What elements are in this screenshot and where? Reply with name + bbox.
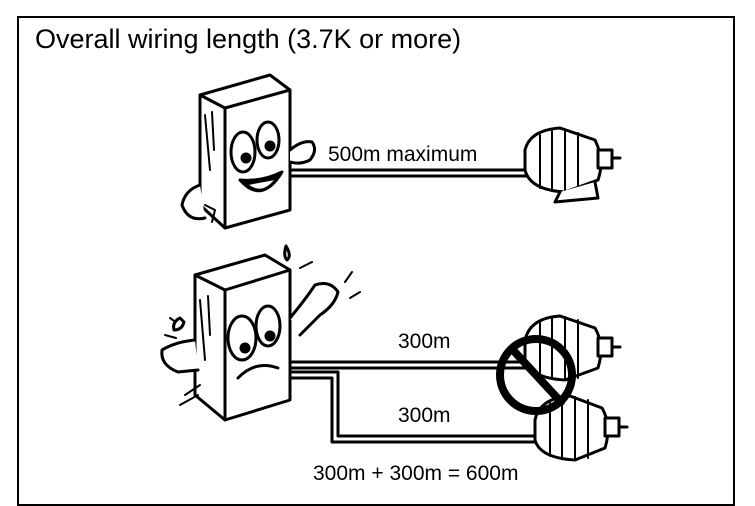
prohibited-icon xyxy=(496,335,576,415)
sum-label: 300m + 300m = 600m xyxy=(313,462,519,485)
motor-icon xyxy=(523,126,622,204)
cable-label-300m-lower: 300m xyxy=(398,404,451,427)
cable-label-300m-upper: 300m xyxy=(398,330,451,353)
worried-inverter-character xyxy=(160,244,361,422)
cable-300m-upper xyxy=(288,360,537,370)
cable-label-500m: 500m maximum xyxy=(328,143,478,166)
figure-title: Overall wiring length (3.7K or more) xyxy=(35,24,462,54)
motor-lower-icon xyxy=(533,394,629,462)
happy-inverter-character xyxy=(180,73,317,230)
cable-300m-lower xyxy=(288,370,542,444)
